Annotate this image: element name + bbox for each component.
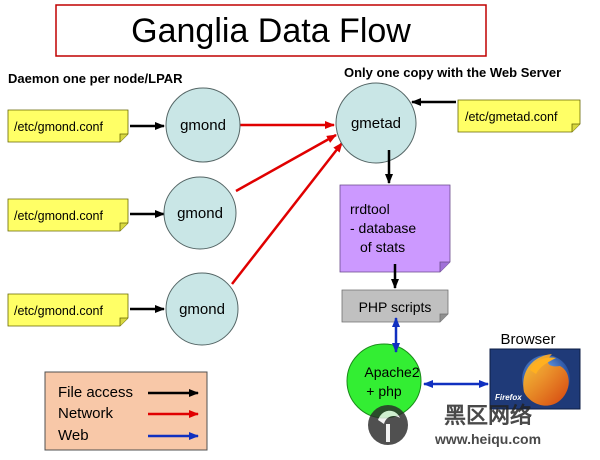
gmetad-node: gmetad: [335, 82, 417, 164]
php-scripts-label: PHP scripts: [359, 299, 432, 315]
rrdtool-line-3: of stats: [360, 239, 405, 255]
gmond-label-3: gmond: [179, 301, 225, 318]
gmond-conf-label-2: /etc/gmond.conf: [14, 209, 103, 223]
daemon-note: Daemon one per node/LPAR: [8, 71, 183, 86]
legend-label-web: Web: [58, 427, 89, 444]
firefox-caption: Firefox: [495, 393, 522, 402]
gmond-conf-label-1: /etc/gmond.conf: [14, 120, 103, 134]
php-scripts-box: PHP scripts: [341, 289, 449, 323]
gmetad-conf-note: /etc/gmetad.conf: [457, 99, 581, 133]
gmond-conf-label-3: /etc/gmond.conf: [14, 304, 103, 318]
rrdtool-line-1: rrdtool: [350, 201, 390, 217]
gmond-node-1: gmond: [165, 87, 241, 163]
heiqu-watermark: 黑区网络 www.heiqu.com: [368, 403, 541, 447]
legend-label-network: Network: [58, 405, 114, 422]
rrdtool-box: rrdtool - database of stats: [339, 184, 451, 273]
gmond-label-1: gmond: [180, 117, 226, 134]
gmetad-label: gmetad: [351, 115, 401, 132]
firefox-icon: Firefox: [489, 348, 581, 410]
apache-line-2: + php: [366, 383, 402, 399]
legend-label-file-access: File access: [58, 384, 133, 401]
network-arrow-gmond-2: [235, 133, 337, 193]
server-note: Only one copy with the Web Server: [344, 65, 561, 80]
network-arrow-gmond-3: [231, 142, 343, 285]
gmond-label-2: gmond: [177, 205, 223, 222]
gmond-conf-note-2: /etc/gmond.conf: [7, 198, 129, 232]
gmetad-conf-label: /etc/gmetad.conf: [465, 110, 558, 124]
legend-box: File access Network Web: [44, 371, 208, 451]
gmond-node-3: gmond: [165, 272, 239, 346]
gmond-node-2: gmond: [163, 176, 237, 250]
watermark-url-text: www.heiqu.com: [434, 431, 541, 447]
gmond-conf-note-3: /etc/gmond.conf: [7, 293, 129, 327]
title-box: [55, 4, 487, 57]
rrdtool-line-2: - database: [350, 220, 416, 236]
apache-node: Apache2 + php: [346, 343, 422, 419]
gmond-conf-note-1: /etc/gmond.conf: [7, 109, 129, 143]
browser-label: Browser: [500, 331, 555, 348]
apache-line-1: Apache2: [364, 364, 419, 380]
watermark-cn-text: 黑区网络: [444, 403, 532, 428]
diagram-title: Ganglia Data Flow: [131, 12, 411, 50]
